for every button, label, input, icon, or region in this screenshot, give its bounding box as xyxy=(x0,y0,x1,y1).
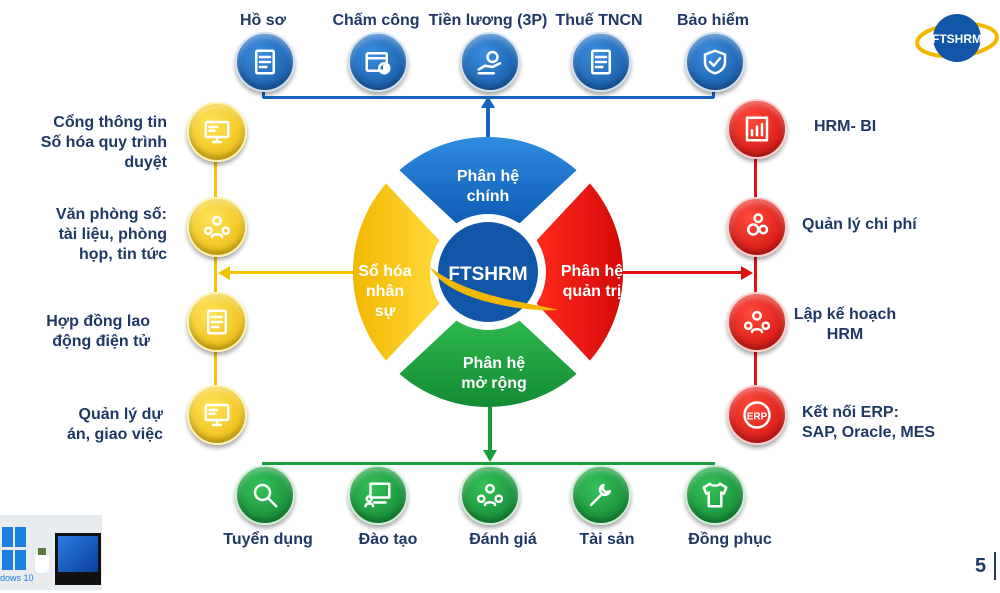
module-wheel: FTSHRM xyxy=(352,136,624,408)
top-module-label[interactable]: Chấm công xyxy=(332,12,420,29)
bottom-module-button[interactable] xyxy=(460,465,520,525)
top-module-button[interactable] xyxy=(685,32,745,92)
top-module-button[interactable] xyxy=(460,32,520,92)
bottom-module-button[interactable] xyxy=(235,465,295,525)
left-module-label[interactable]: Hợp đồng lao động điện tử xyxy=(46,313,150,350)
e-contract-icon xyxy=(202,307,232,337)
right-arrowhead xyxy=(741,266,753,280)
top-module-button[interactable] xyxy=(235,32,295,92)
logo-text: FTSHRM xyxy=(448,264,527,285)
bottom-module-label[interactable]: Đánh giá xyxy=(469,531,537,548)
right-module-button[interactable]: ERP xyxy=(727,385,787,445)
bottom-connector-line xyxy=(263,462,714,465)
bottom-arrowhead xyxy=(483,450,497,462)
bottom-module-label[interactable]: Tài sản xyxy=(579,531,635,548)
bottom-module-button[interactable] xyxy=(571,465,631,525)
plant-icon xyxy=(35,555,49,573)
top-arrow xyxy=(486,104,490,150)
right-module-button[interactable] xyxy=(727,197,787,257)
left-module-button[interactable] xyxy=(187,102,247,162)
segment-label-extended: Phân hệ mở rộng xyxy=(461,355,527,392)
top-module-label[interactable]: Tiền lương (3P) xyxy=(428,12,548,29)
left-arrowhead xyxy=(218,266,230,280)
tax-document-icon xyxy=(586,47,616,77)
top-module-label[interactable]: Thuế TNCN xyxy=(555,12,643,29)
thumbnail-caption: dows 10 xyxy=(0,573,34,583)
cost-gears-icon xyxy=(742,212,772,242)
top-module-label[interactable]: Bảo hiểm xyxy=(676,12,750,29)
top-arrowhead xyxy=(481,96,495,108)
windows10-thumbnail: dows 10 xyxy=(0,515,102,590)
laptop-image xyxy=(55,533,101,585)
portal-monitor-icon xyxy=(202,117,232,147)
left-module-button[interactable] xyxy=(187,292,247,352)
segment-main-module[interactable] xyxy=(399,136,577,224)
right-module-label[interactable]: Lập kế hoạch HRM xyxy=(793,306,897,343)
bottom-module-label[interactable]: Đào tạo xyxy=(358,531,418,548)
svg-text:ERP: ERP xyxy=(747,411,768,422)
project-laptop-icon xyxy=(202,400,232,430)
bottom-arrow xyxy=(488,405,492,451)
uniform-shirt-icon xyxy=(700,480,730,510)
segment-label-main: Phân hệ chính xyxy=(456,168,520,205)
training-board-icon xyxy=(363,480,393,510)
left-module-label[interactable]: Quản lý dự án, giao việc xyxy=(66,406,163,443)
top-module-button[interactable] xyxy=(571,32,631,92)
bottom-module-button[interactable] xyxy=(348,465,408,525)
segment-label-digitize: Sổ hóa nhân sự xyxy=(358,263,412,320)
recruitment-search-icon xyxy=(250,480,280,510)
timesheet-clock-icon xyxy=(363,47,393,77)
left-module-label[interactable]: Văn phòng số: tài liệu, phòng họp, tin t… xyxy=(55,206,167,263)
segment-label-admin: Phân hệ quản trị xyxy=(560,263,624,300)
asset-tools-icon xyxy=(586,480,616,510)
planning-people-icon xyxy=(742,307,772,337)
page-number: 5 xyxy=(975,555,987,577)
right-module-button[interactable] xyxy=(727,292,787,352)
bi-report-icon xyxy=(742,114,772,144)
logo-globe xyxy=(438,222,538,322)
left-module-button[interactable] xyxy=(187,385,247,445)
segment-digitize-module[interactable] xyxy=(352,183,440,361)
ftshrm-logo: FTSHRM xyxy=(915,14,999,62)
left-module-label[interactable]: Cổng thông tin Số hóa quy trình duyệt xyxy=(40,114,167,171)
left-connector-line xyxy=(214,130,217,413)
salary-money-icon xyxy=(475,47,505,77)
windows-logo-icon xyxy=(2,527,26,571)
bottom-module-button[interactable] xyxy=(685,465,745,525)
right-module-button[interactable] xyxy=(727,99,787,159)
top-module-label[interactable]: Hồ sơ xyxy=(239,12,287,29)
profile-document-icon xyxy=(250,47,280,77)
segment-admin-module[interactable] xyxy=(536,183,624,361)
left-arrow xyxy=(228,271,356,274)
left-module-button[interactable] xyxy=(187,197,247,257)
erp-badge-icon: ERP xyxy=(742,400,772,430)
bottom-module-label[interactable]: Tuyển dụng xyxy=(223,531,313,548)
evaluation-icon xyxy=(475,480,505,510)
right-module-label[interactable]: HRM- BI xyxy=(814,118,877,135)
digital-office-icon xyxy=(202,212,232,242)
right-connector-line xyxy=(754,127,757,413)
right-arrow xyxy=(622,271,744,274)
right-module-label[interactable]: Kết nối ERP: SAP, Oracle, MES xyxy=(802,404,936,441)
page-number-divider xyxy=(994,552,996,580)
svg-text:FTSHRM: FTSHRM xyxy=(932,32,982,46)
segment-extended-module[interactable] xyxy=(399,320,577,408)
logo-orbit xyxy=(430,267,558,311)
insurance-shield-icon xyxy=(700,47,730,77)
top-module-button[interactable] xyxy=(348,32,408,92)
bottom-module-label[interactable]: Đồng phục xyxy=(688,531,772,548)
right-module-label[interactable]: Quản lý chi phí xyxy=(802,216,917,233)
